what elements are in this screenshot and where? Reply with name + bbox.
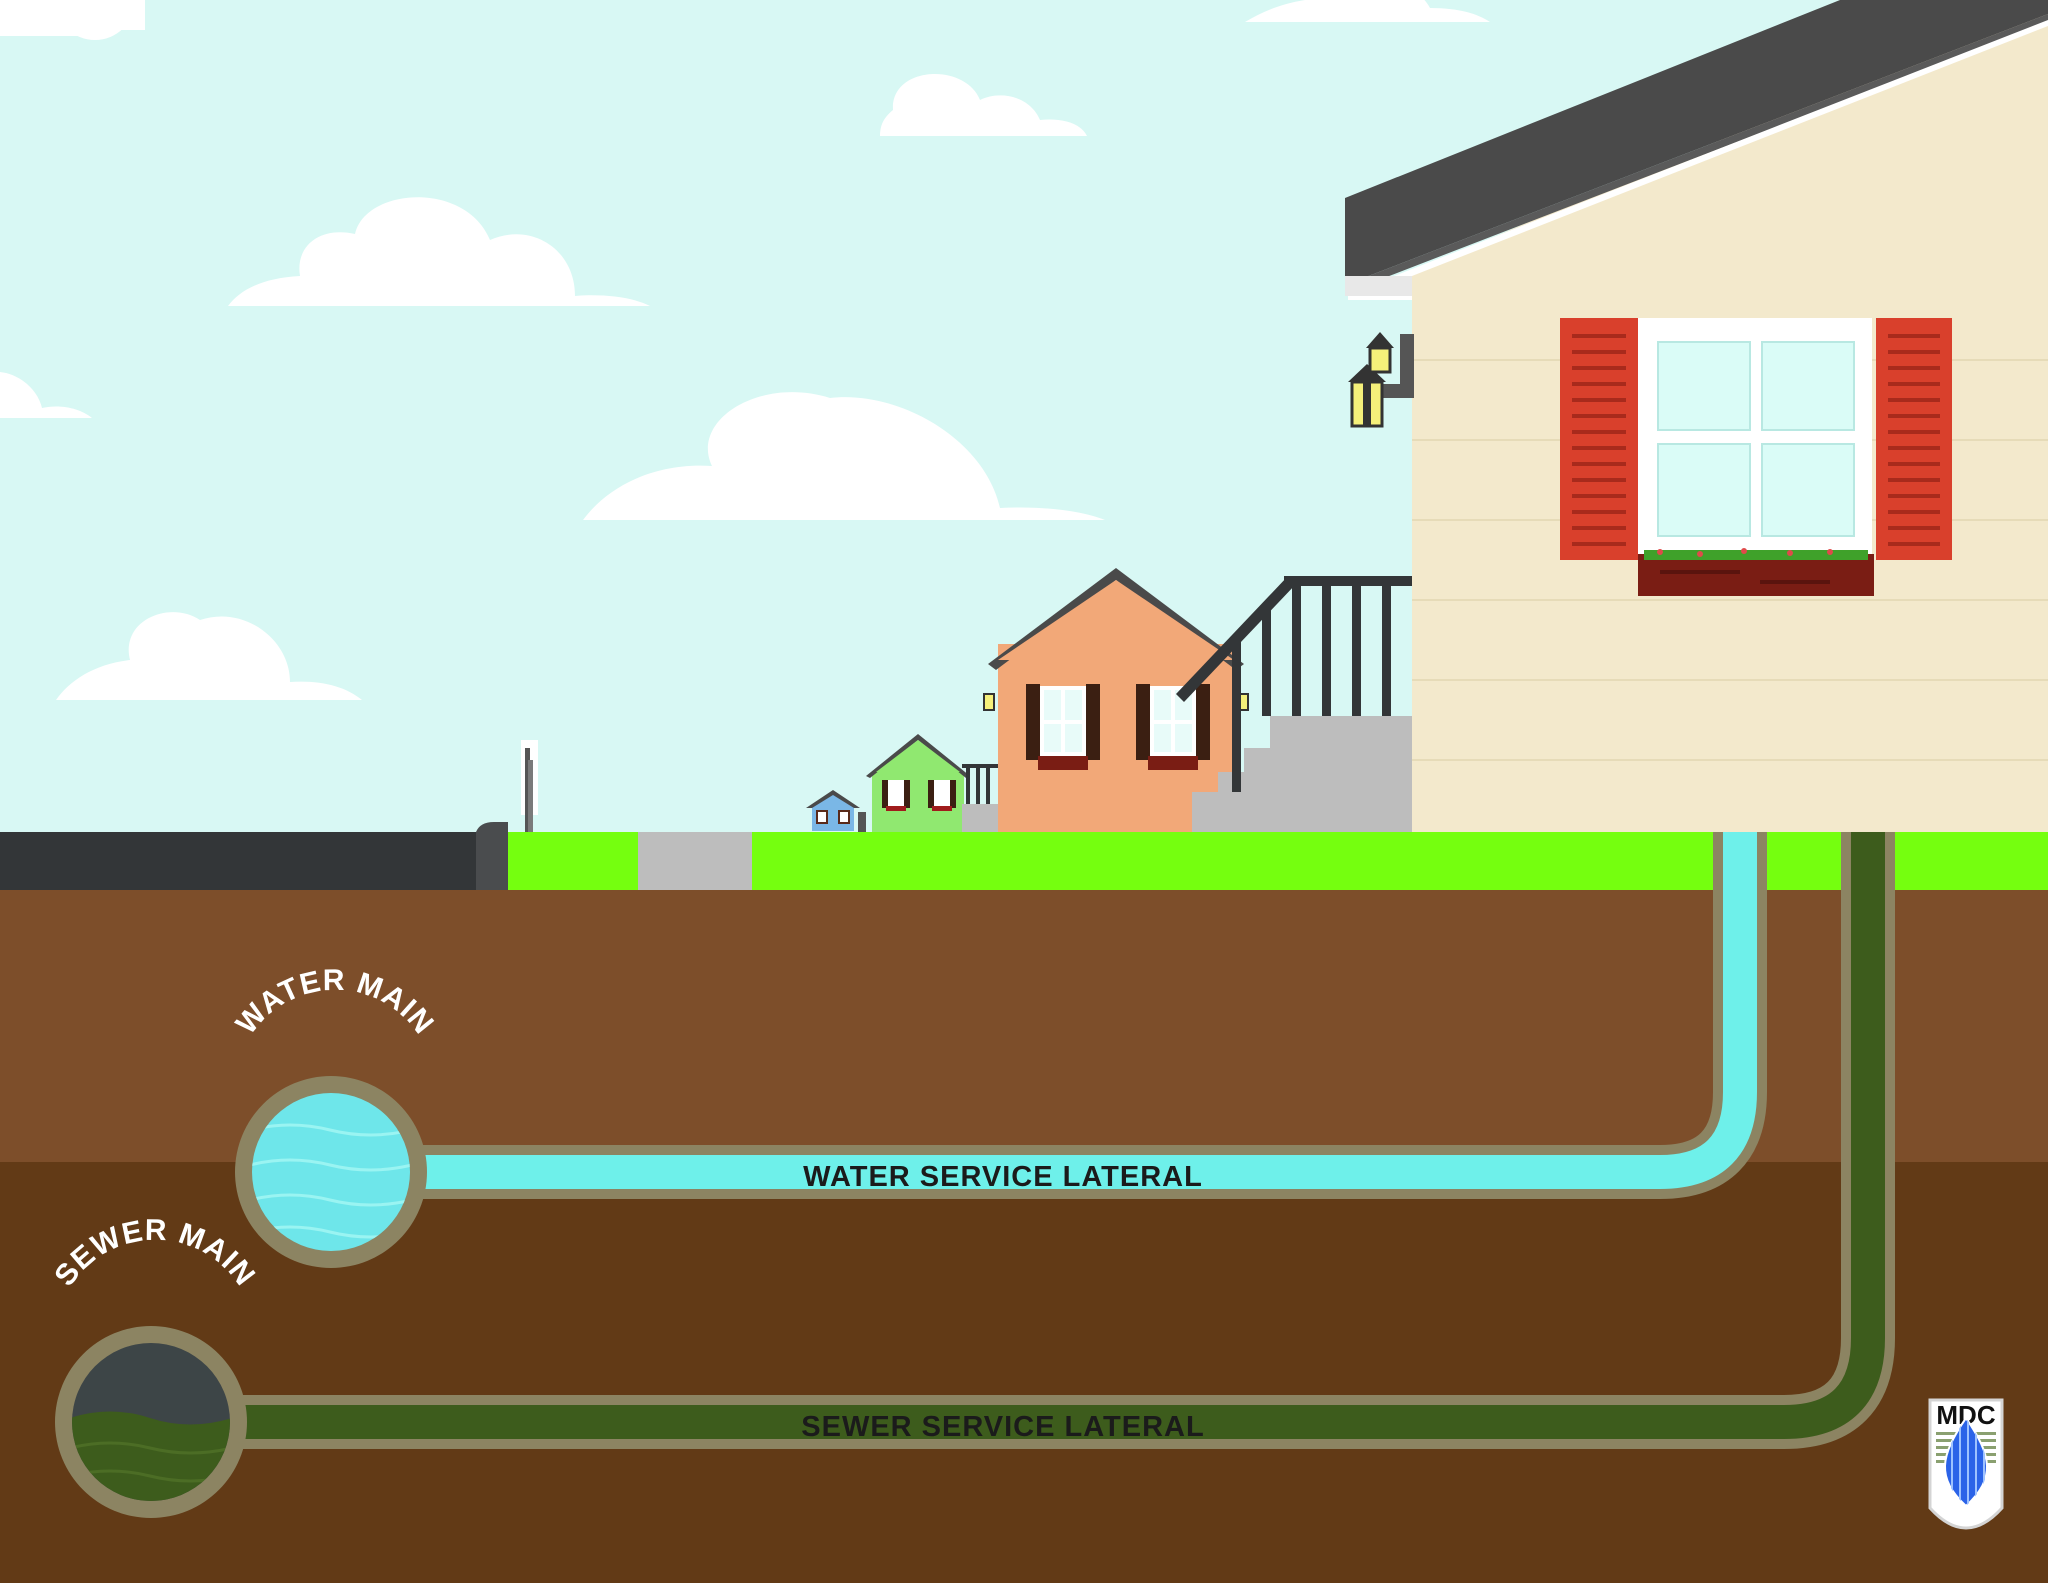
cloud xyxy=(583,392,1105,520)
cloud xyxy=(0,372,92,418)
cloud xyxy=(1245,0,1490,22)
cloud xyxy=(880,74,1087,136)
cloud xyxy=(56,612,362,700)
house-window xyxy=(1560,318,1952,596)
sewer-service-lateral-pipe xyxy=(236,832,1895,1449)
mdc-logo: MDC xyxy=(1928,1398,2004,1530)
road xyxy=(0,832,508,890)
water-main xyxy=(235,1076,427,1268)
porch-stairs xyxy=(1176,576,1414,832)
curb xyxy=(476,822,508,890)
water-service-lateral-pipe xyxy=(418,832,1767,1199)
main-house xyxy=(1345,0,2048,832)
wall-lamp xyxy=(1348,332,1414,428)
small-green-house xyxy=(866,734,1000,832)
grass-strip xyxy=(508,832,2048,890)
sewer-main xyxy=(55,1326,247,1518)
water-service-lateral-label: WATER SERVICE LATERAL xyxy=(803,1161,1203,1193)
street-sign xyxy=(521,740,538,833)
sidewalk xyxy=(638,832,752,890)
cloud xyxy=(228,197,650,306)
small-blue-house xyxy=(806,790,866,832)
sewer-service-lateral-label: SEWER SERVICE LATERAL xyxy=(801,1411,1204,1443)
cloud xyxy=(0,0,145,40)
